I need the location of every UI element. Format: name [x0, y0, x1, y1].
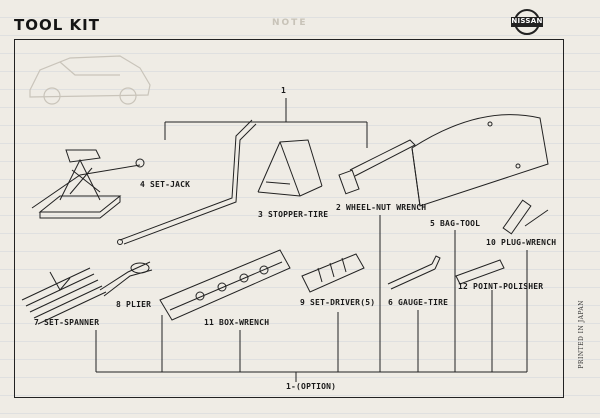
stopper-tire-icon — [257, 139, 323, 197]
label-option: 1-(OPTION) — [286, 382, 337, 391]
spanner-set-icon — [21, 267, 107, 325]
label-set-spanner: 7 SET-SPANNER — [34, 318, 100, 327]
label-bag-tool: 5 BAG-TOOL — [430, 219, 481, 228]
note-heading: NOTE — [272, 18, 308, 28]
label-set-jack: 4 SET-JACK — [140, 180, 191, 189]
label-wheel-nut-wrench: 2 WHEEL-NUT WRENCH — [336, 203, 427, 212]
callout-1: 1 — [281, 86, 287, 95]
jack-handle-icon — [117, 119, 257, 245]
label-gauge-tire: 6 GAUGE-TIRE — [388, 298, 449, 307]
logo-text: NISSAN — [511, 17, 543, 25]
point-polisher-icon — [455, 259, 505, 285]
jack-icon — [31, 149, 145, 219]
box-wrench-case-icon — [159, 249, 291, 321]
plier-icon — [99, 261, 153, 297]
page-title: TOOL KIT — [14, 16, 100, 34]
tool-bag-icon — [411, 114, 549, 207]
wheel-nut-wrench-icon — [338, 139, 416, 195]
screwdriver-set-icon — [301, 253, 365, 293]
tire-gauge-icon — [387, 255, 441, 290]
label-box-wrench: 11 BOX-WRENCH — [204, 318, 270, 327]
label-set-driver: 9 SET-DRIVER(5) — [300, 298, 376, 307]
label-plier: 8 PLIER — [116, 300, 152, 309]
label-point-polisher: 12 POINT-POLISHER — [458, 282, 544, 291]
label-plug-wrench: 10 PLUG-WRENCH — [486, 238, 557, 247]
nissan-logo: NISSAN — [510, 9, 544, 35]
printed-in-japan: PRINTED IN JAPAN — [578, 300, 585, 369]
illustration-frame — [14, 39, 564, 398]
car-outline-icon — [29, 55, 151, 105]
label-stopper-tire: 3 STOPPER-TIRE — [258, 210, 329, 219]
plug-wrench-icon — [502, 199, 549, 235]
